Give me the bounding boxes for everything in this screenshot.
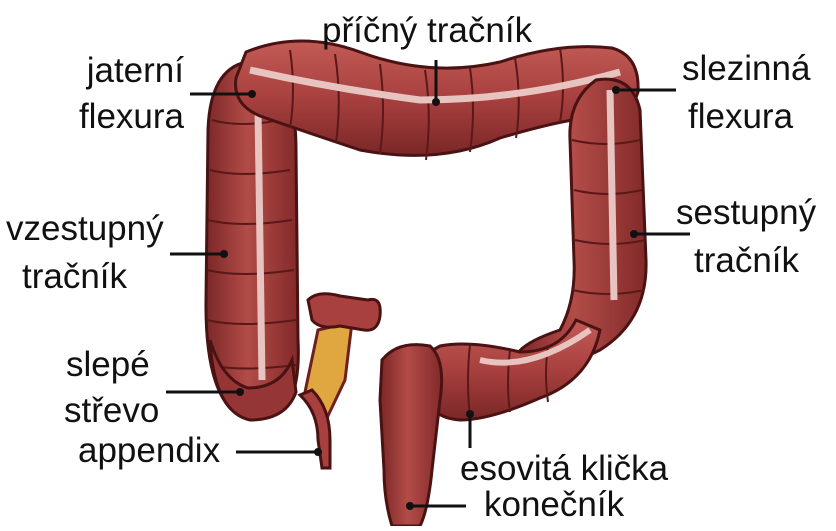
label-ascending-colon-line2: tračník (22, 258, 127, 296)
label-cecum-line2: střevo (64, 392, 159, 430)
label-sigmoid-colon: esovitá klička (460, 450, 668, 488)
label-transverse-colon: příčný tračník (322, 12, 532, 50)
label-splenic-flexure-line1: slezinná (682, 50, 810, 88)
label-appendix: appendix (78, 432, 220, 470)
label-hepatic-flexure-line1: jaterní (60, 52, 184, 90)
label-hepatic-flexure-line2: flexura (60, 98, 184, 136)
ileum-shape (308, 294, 380, 330)
label-ascending-colon-line1: vzestupný (6, 210, 164, 248)
descending-band (610, 90, 614, 300)
label-splenic-flexure-line2: flexura (688, 98, 793, 136)
rectum-shape (380, 345, 442, 526)
ascending-band (258, 110, 262, 380)
label-descending-colon-line1: sestupný (676, 194, 816, 232)
label-descending-colon-line2: tračník (694, 242, 799, 280)
label-rectum: konečník (484, 486, 624, 524)
label-cecum-line1: slepé (66, 346, 150, 384)
